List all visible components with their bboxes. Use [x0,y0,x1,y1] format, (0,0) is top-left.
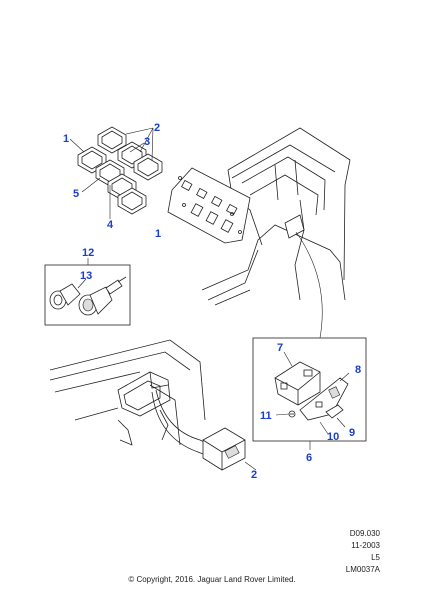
door-trim [49,339,257,471]
drawing-date: 11-2003 [351,541,380,550]
callout-11: 11 [260,410,272,422]
callout-10: 10 [327,431,339,443]
callout-4: 4 [107,219,114,231]
callout-6: 6 [306,452,312,464]
drawing-ref: LM0037A [346,565,381,574]
callout-2-door: 2 [251,469,257,481]
switch-pack-group [69,126,163,219]
callout-13: 13 [80,270,92,282]
inset-box-6 [252,337,367,442]
drawing-code: D09.030 [350,529,381,538]
cigar-lighter-inset [44,258,131,326]
callout-2: 2 [154,122,160,134]
callout-7: 7 [277,342,283,354]
copyright-text: © Copyright, 2016. Jaguar Land Rover Lim… [128,575,295,584]
callout-1: 1 [63,133,69,145]
callout-9: 9 [349,427,355,439]
drawing-level: L5 [371,553,380,562]
inset-box-12 [44,264,131,326]
callout-3: 3 [144,136,150,148]
centre-console [167,127,351,339]
callout-12: 12 [82,247,94,259]
switch-detail-inset [252,337,367,450]
callout-5: 5 [73,188,79,200]
callout-1-console: 1 [155,228,161,240]
callout-8: 8 [355,364,361,376]
